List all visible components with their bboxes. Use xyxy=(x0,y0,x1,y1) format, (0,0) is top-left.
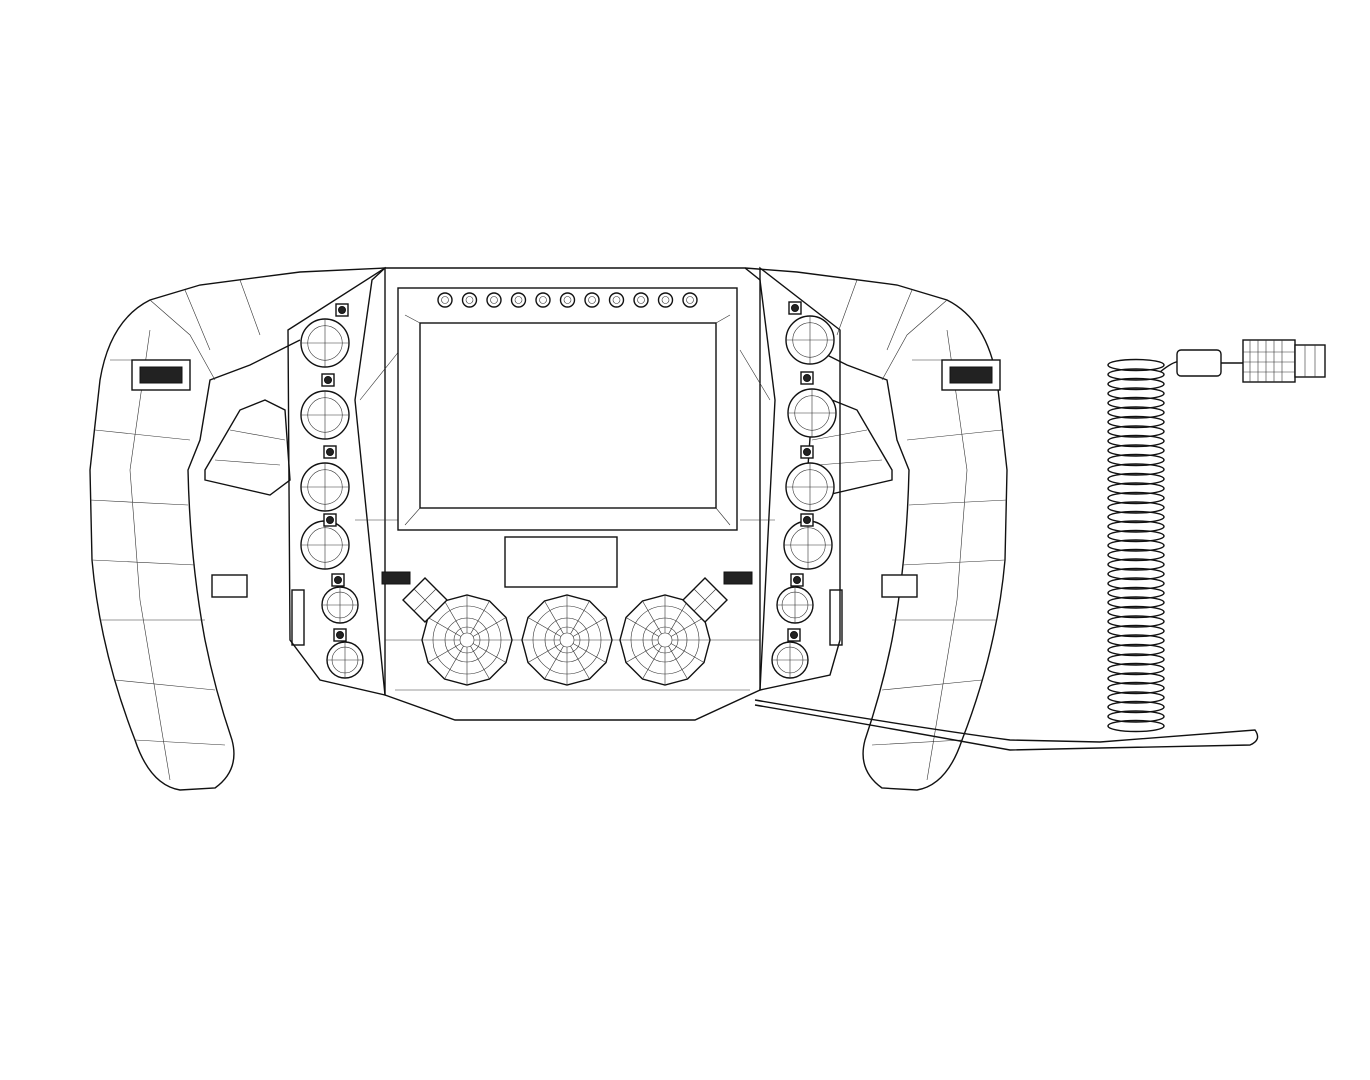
directional-pad[interactable] xyxy=(682,577,728,623)
centre-body xyxy=(287,266,841,721)
shift-led xyxy=(461,292,478,308)
shift-led-row xyxy=(437,292,698,308)
coiled-cable xyxy=(754,339,1326,751)
wheel-button[interactable] xyxy=(300,520,350,570)
wheel-button[interactable] xyxy=(785,462,835,512)
shift-led xyxy=(437,292,453,308)
rotary-knob[interactable] xyxy=(421,594,513,686)
shift-led xyxy=(559,292,576,308)
rotary-knob[interactable] xyxy=(521,594,613,686)
directional-pad[interactable] xyxy=(402,577,448,623)
wheel-button[interactable] xyxy=(300,390,350,440)
wheel-button[interactable] xyxy=(300,462,350,512)
right-grip xyxy=(744,267,1008,791)
wheel-button[interactable] xyxy=(785,315,835,365)
shift-led xyxy=(510,292,527,308)
rotary-knob[interactable] xyxy=(619,594,711,686)
shift-led xyxy=(486,292,502,308)
wheel-button[interactable] xyxy=(787,388,837,438)
shift-led xyxy=(608,292,625,308)
wheel-button[interactable] xyxy=(776,586,814,624)
rotary-knobs xyxy=(402,577,728,686)
shift-led xyxy=(633,292,649,308)
shift-led xyxy=(535,292,551,308)
shift-led xyxy=(584,292,600,308)
wheel-button[interactable] xyxy=(300,318,350,368)
shift-led xyxy=(682,292,698,308)
wheel-button[interactable] xyxy=(783,520,833,570)
wheel-button[interactable] xyxy=(771,641,809,679)
wheel-button[interactable] xyxy=(326,641,364,679)
button-columns xyxy=(300,301,837,679)
shift-led xyxy=(657,292,674,308)
left-grip xyxy=(89,267,386,791)
wheel-button[interactable] xyxy=(321,586,359,624)
